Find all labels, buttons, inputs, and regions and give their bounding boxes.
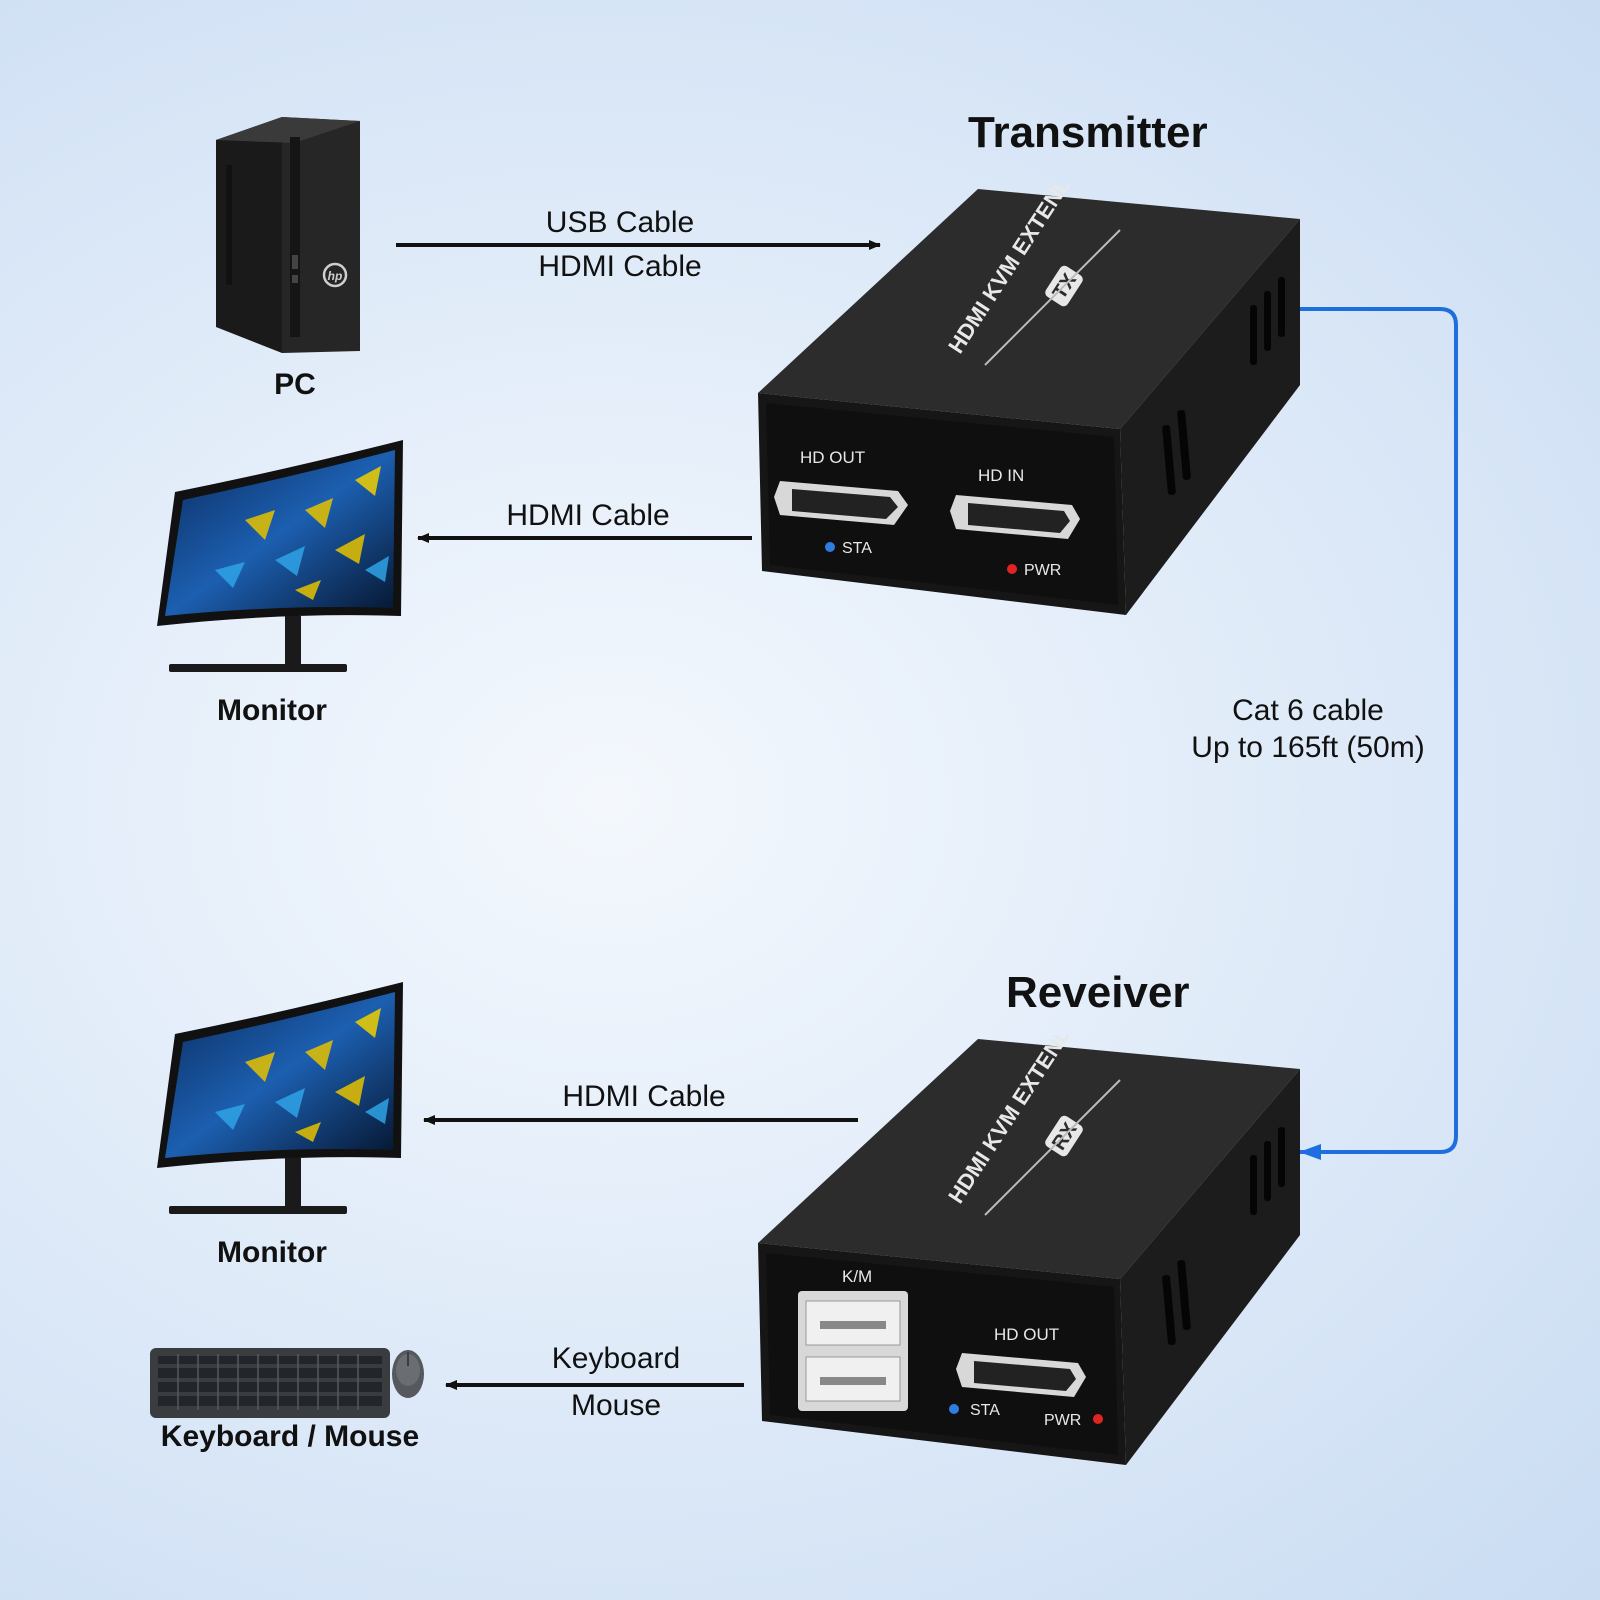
- cat6-link-cable: [1299, 307, 1458, 1160]
- monitor-top-label: Monitor: [217, 694, 327, 727]
- receiver-title: Reveiver: [1006, 968, 1190, 1017]
- hdmi-cable-label-rx-monitor: HDMI Cable: [562, 1080, 726, 1113]
- receiver-unit: HDMI KVM EXTENDER RX K/M HD OUT STA PWR: [758, 1035, 1300, 1465]
- svg-text:HD OUT: HD OUT: [800, 448, 865, 467]
- mouse-cable-label: Mouse: [570, 1389, 662, 1422]
- svg-text:HD IN: HD IN: [978, 466, 1024, 485]
- pc-label: PC: [274, 368, 316, 401]
- hdmi-cable-label-pc: HDMI Cable: [538, 250, 702, 283]
- monitor-top-image: [157, 440, 403, 672]
- svg-text:STA: STA: [970, 1402, 1000, 1419]
- keyboard-mouse-image: [150, 1348, 424, 1418]
- svg-text:STA: STA: [842, 540, 872, 557]
- cat6-distance-label: Up to 165ft (50m): [1191, 731, 1425, 764]
- usb-cable-label: USB Cable: [545, 206, 695, 239]
- transmitter-unit: HDMI KVM EXTENDER TX HD OUT STA HD IN PW…: [758, 185, 1300, 615]
- monitor-bottom-label: Monitor: [217, 1236, 327, 1269]
- svg-text:HD OUT: HD OUT: [994, 1325, 1059, 1344]
- svg-text:hp: hp: [328, 269, 343, 283]
- keyboard-cable-label: Keyboard: [551, 1342, 681, 1375]
- svg-text:PWR: PWR: [1044, 1412, 1081, 1429]
- pc-tower-image: hp: [216, 117, 360, 353]
- cat6-cable-label: Cat 6 cable: [1232, 694, 1384, 727]
- keyboard-mouse-label: Keyboard / Mouse: [160, 1420, 420, 1453]
- monitor-bottom-image: [157, 982, 403, 1214]
- transmitter-title: Transmitter: [968, 108, 1208, 157]
- svg-text:K/M: K/M: [842, 1267, 872, 1286]
- svg-text:PWR: PWR: [1024, 562, 1061, 579]
- hdmi-cable-label-tx-monitor: HDMI Cable: [506, 499, 670, 532]
